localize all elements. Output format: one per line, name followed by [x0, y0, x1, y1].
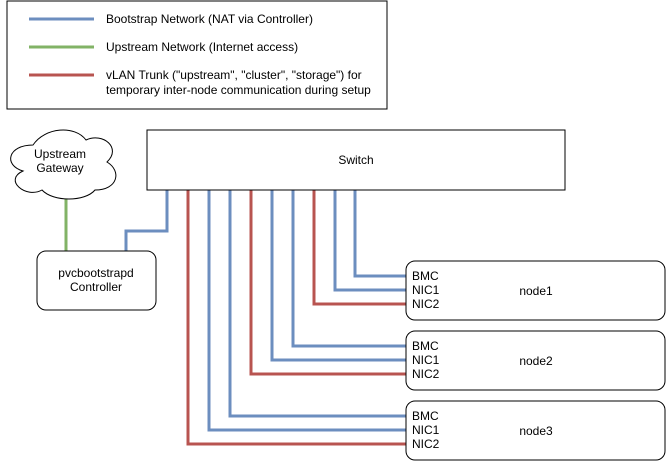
- node1-port-bmc: BMC: [412, 269, 439, 283]
- node2-port-nic1: NIC1: [412, 353, 440, 367]
- controller: pvcbootstrapd Controller: [36, 250, 157, 311]
- link-node2-nic1: [270, 190, 406, 362]
- controller-label-1: pvcbootstrapd: [58, 266, 133, 280]
- switch-label: Switch: [338, 153, 373, 167]
- legend: Bootstrap Network (NAT via Controller) U…: [6, 0, 388, 110]
- node1-label: node1: [519, 284, 553, 298]
- upstream-gateway-cloud: Upstream Gateway: [10, 129, 117, 200]
- node3-port-nic1: NIC1: [412, 423, 440, 437]
- legend-label-bootstrap: Bootstrap Network (NAT via Controller): [106, 12, 313, 26]
- node1-box: [405, 260, 666, 321]
- cloud-label-1: Upstream: [34, 147, 86, 161]
- node3-label: node3: [519, 424, 553, 438]
- node1-port-nic2: NIC2: [412, 297, 440, 311]
- controller-label-2: Controller: [70, 280, 122, 294]
- link-node1-nic1: [333, 190, 406, 292]
- node3: BMC NIC1 NIC2 node3: [405, 400, 666, 461]
- cloud-shape: [10, 129, 117, 200]
- node2: BMC NIC1 NIC2 node2: [405, 330, 666, 391]
- switch-box: [146, 129, 566, 191]
- node2-port-nic2: NIC2: [412, 367, 440, 381]
- node1: BMC NIC1 NIC2 node1: [405, 260, 666, 321]
- link-node2-nic2: [249, 190, 406, 376]
- node2-box: [405, 330, 666, 391]
- cloud-label-2: Gateway: [36, 161, 83, 175]
- connections: [64, 190, 406, 446]
- node2-label: node2: [519, 354, 553, 368]
- link-bootstrap-controller: [124, 190, 169, 251]
- node3-box: [405, 400, 666, 461]
- node3-port-bmc: BMC: [412, 409, 439, 423]
- node1-port-nic1: NIC1: [412, 283, 440, 297]
- legend-label-upstream: Upstream Network (Internet access): [106, 40, 298, 54]
- node2-port-bmc: BMC: [412, 339, 439, 353]
- link-node3-bmc: [228, 190, 406, 418]
- switch: Switch: [146, 129, 566, 191]
- link-node3-nic2: [186, 190, 406, 446]
- legend-label-vlan-2: temporary inter-node communication durin…: [106, 83, 371, 97]
- link-node1-nic2: [312, 190, 406, 306]
- link-node2-bmc: [291, 190, 406, 348]
- link-node1-bmc: [353, 190, 406, 278]
- controller-box: [36, 250, 157, 311]
- node3-port-nic2: NIC2: [412, 437, 440, 451]
- legend-label-vlan-1: vLAN Trunk ("upstream", "cluster", "stor…: [106, 68, 362, 82]
- link-node3-nic1: [207, 190, 406, 432]
